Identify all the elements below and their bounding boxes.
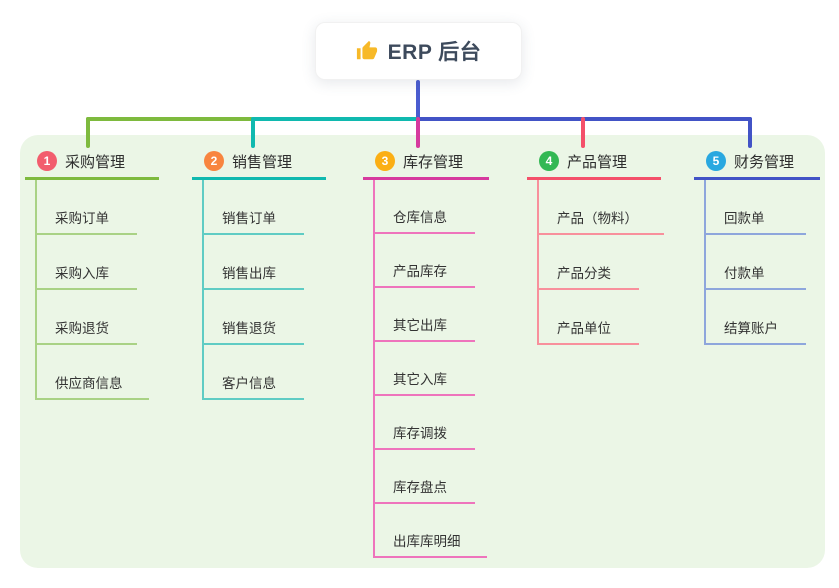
child-label: 产品分类 [557, 266, 611, 281]
badge-2: 2 [204, 151, 224, 171]
branch-children: 回款单 付款单 结算账户 [704, 180, 820, 345]
child-item[interactable]: 出库库明细 [375, 504, 487, 558]
child-label: 产品库存 [393, 264, 447, 279]
child-label: 销售退货 [222, 321, 276, 336]
connector-drop-finance [748, 117, 752, 148]
thumbs-up-icon [356, 40, 378, 62]
badge-4: 4 [539, 151, 559, 171]
child-item[interactable]: 产品分类 [539, 235, 639, 290]
connector-drop-purchase [86, 117, 90, 148]
child-label: 采购入库 [55, 266, 109, 281]
child-label: 仓库信息 [393, 210, 447, 225]
child-label: 其它出库 [393, 318, 447, 333]
child-label: 其它入库 [393, 372, 447, 387]
branch-children: 采购订单 采购入库 采购退货 供应商信息 [35, 180, 159, 400]
child-item[interactable]: 其它出库 [375, 288, 475, 342]
child-item[interactable]: 销售退货 [204, 290, 304, 345]
root-title: ERP 后台 [387, 41, 482, 64]
child-label: 采购退货 [55, 321, 109, 336]
branch-product: 4 产品管理 产品（物料） 产品分类 产品单位 [527, 148, 664, 345]
child-item[interactable]: 客户信息 [204, 345, 304, 400]
branch-children: 产品（物料） 产品分类 产品单位 [537, 180, 664, 345]
child-label: 出库库明细 [393, 534, 461, 549]
badge-3: 3 [375, 151, 395, 171]
connector-root-line [416, 80, 420, 121]
branch-title: 财务管理 [734, 153, 795, 171]
branch-title: 采购管理 [65, 153, 126, 171]
child-item[interactable]: 付款单 [706, 235, 806, 290]
connector-drop-inventory [416, 117, 420, 148]
child-item[interactable]: 库存调拨 [375, 396, 475, 450]
child-item[interactable]: 库存盘点 [375, 450, 475, 504]
connector-drop-sales [251, 117, 255, 148]
child-item[interactable]: 销售订单 [204, 180, 304, 235]
child-item[interactable]: 其它入库 [375, 342, 475, 396]
badge-1: 1 [37, 151, 57, 171]
child-label: 库存盘点 [393, 480, 447, 495]
branch-title: 销售管理 [232, 153, 293, 171]
connector-bus-left [86, 117, 253, 121]
branch-header-purchase[interactable]: 1 采购管理 [25, 148, 159, 180]
child-label: 付款单 [724, 266, 765, 281]
child-label: 销售出库 [222, 266, 276, 281]
branch-inventory: 3 库存管理 仓库信息 产品库存 其它出库 其它入库 库存调拨 库存盘点 出库库… [363, 148, 489, 558]
child-item[interactable]: 采购入库 [37, 235, 137, 290]
child-item[interactable]: 产品单位 [539, 290, 639, 345]
child-label: 回款单 [724, 211, 765, 226]
child-label: 产品（物料） [557, 211, 638, 226]
branch-header-sales[interactable]: 2 销售管理 [192, 148, 326, 180]
branch-finance: 5 财务管理 回款单 付款单 结算账户 [694, 148, 820, 345]
child-item[interactable]: 产品（物料） [539, 180, 664, 235]
child-item[interactable]: 结算账户 [706, 290, 806, 345]
child-label: 库存调拨 [393, 426, 447, 441]
branch-children: 销售订单 销售出库 销售退货 客户信息 [202, 180, 326, 400]
connector-drop-product [581, 117, 585, 148]
child-label: 销售订单 [222, 211, 276, 226]
branch-header-finance[interactable]: 5 财务管理 [694, 148, 820, 180]
child-item[interactable]: 销售出库 [204, 235, 304, 290]
branch-children: 仓库信息 产品库存 其它出库 其它入库 库存调拨 库存盘点 出库库明细 [373, 180, 489, 558]
child-item[interactable]: 采购订单 [37, 180, 137, 235]
child-item[interactable]: 采购退货 [37, 290, 137, 345]
child-label: 结算账户 [724, 321, 778, 336]
branch-title: 库存管理 [403, 153, 464, 171]
child-label: 客户信息 [222, 376, 276, 391]
child-item[interactable]: 回款单 [706, 180, 806, 235]
child-label: 产品单位 [557, 321, 611, 336]
connector-bus-middle [251, 117, 418, 121]
branch-title: 产品管理 [567, 153, 628, 171]
child-item[interactable]: 仓库信息 [375, 180, 475, 234]
child-item[interactable]: 供应商信息 [37, 345, 149, 400]
branch-header-product[interactable]: 4 产品管理 [527, 148, 661, 180]
root-node[interactable]: ERP 后台 [315, 22, 522, 80]
branches-panel [20, 135, 825, 568]
child-label: 供应商信息 [55, 376, 123, 391]
child-label: 采购订单 [55, 211, 109, 226]
branch-sales: 2 销售管理 销售订单 销售出库 销售退货 客户信息 [192, 148, 326, 400]
branch-header-inventory[interactable]: 3 库存管理 [363, 148, 489, 180]
branch-purchase: 1 采购管理 采购订单 采购入库 采购退货 供应商信息 [25, 148, 159, 400]
child-item[interactable]: 产品库存 [375, 234, 475, 288]
badge-5: 5 [706, 151, 726, 171]
